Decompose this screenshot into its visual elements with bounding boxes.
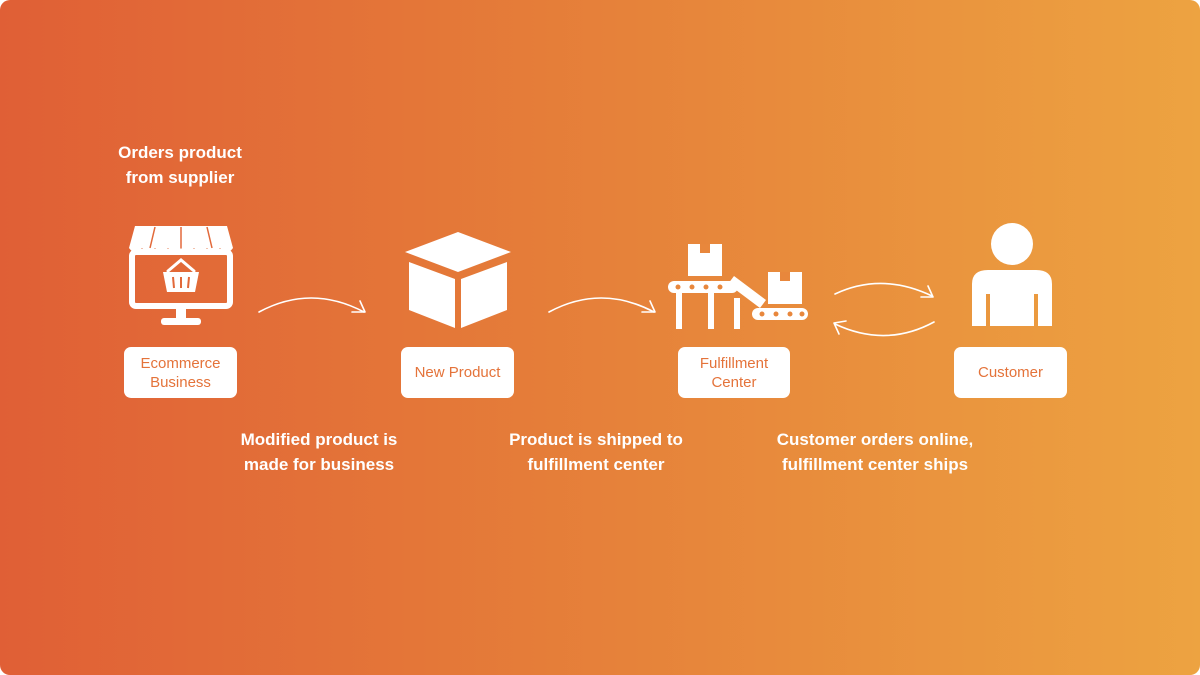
caption-product-shipped: Product is shipped to fulfillment center bbox=[486, 427, 706, 477]
caption-line: fulfillment center bbox=[527, 455, 665, 474]
conveyor-belt-icon bbox=[668, 244, 808, 329]
node-label-line: Customer bbox=[977, 364, 1044, 381]
caption-customer-orders: Customer orders online, fulfillment cent… bbox=[750, 427, 1000, 477]
node-label-customer: Customer bbox=[954, 347, 1067, 398]
node-label-line: Ecommerce bbox=[140, 354, 221, 372]
caption-line: fulfillment center ships bbox=[781, 455, 969, 474]
caption-line: Customer orders online, bbox=[776, 430, 974, 449]
arrow-fulfillment-to-customer bbox=[834, 282, 934, 298]
node-label-ecommerce-business: Ecommerce Business bbox=[124, 347, 237, 398]
caption-line: Product is shipped to bbox=[509, 430, 683, 449]
node-label-line: Center bbox=[711, 373, 757, 391]
caption-line: Orders product bbox=[118, 143, 242, 162]
node-label-line: Fulfillment bbox=[699, 354, 769, 372]
arrow-customer-to-fulfillment bbox=[833, 320, 935, 337]
caption-modified-product: Modified product is made for business bbox=[214, 427, 424, 477]
node-label-new-product: New Product bbox=[401, 347, 514, 398]
arrow-product-to-fulfillment bbox=[548, 297, 656, 313]
person-icon bbox=[972, 223, 1052, 326]
node-label-line: Business bbox=[150, 373, 211, 391]
storefront-monitor-icon bbox=[129, 226, 233, 325]
caption-line: made for business bbox=[243, 455, 395, 474]
node-label-fulfillment-center: Fulfillment Center bbox=[678, 347, 790, 398]
box-icon bbox=[405, 232, 511, 328]
caption-line: Modified product is bbox=[240, 430, 398, 449]
caption-orders-from-supplier: Orders product from supplier bbox=[95, 140, 265, 190]
caption-line: from supplier bbox=[125, 168, 235, 187]
node-label-line: New Product bbox=[414, 364, 501, 381]
arrow-business-to-product bbox=[258, 297, 366, 313]
